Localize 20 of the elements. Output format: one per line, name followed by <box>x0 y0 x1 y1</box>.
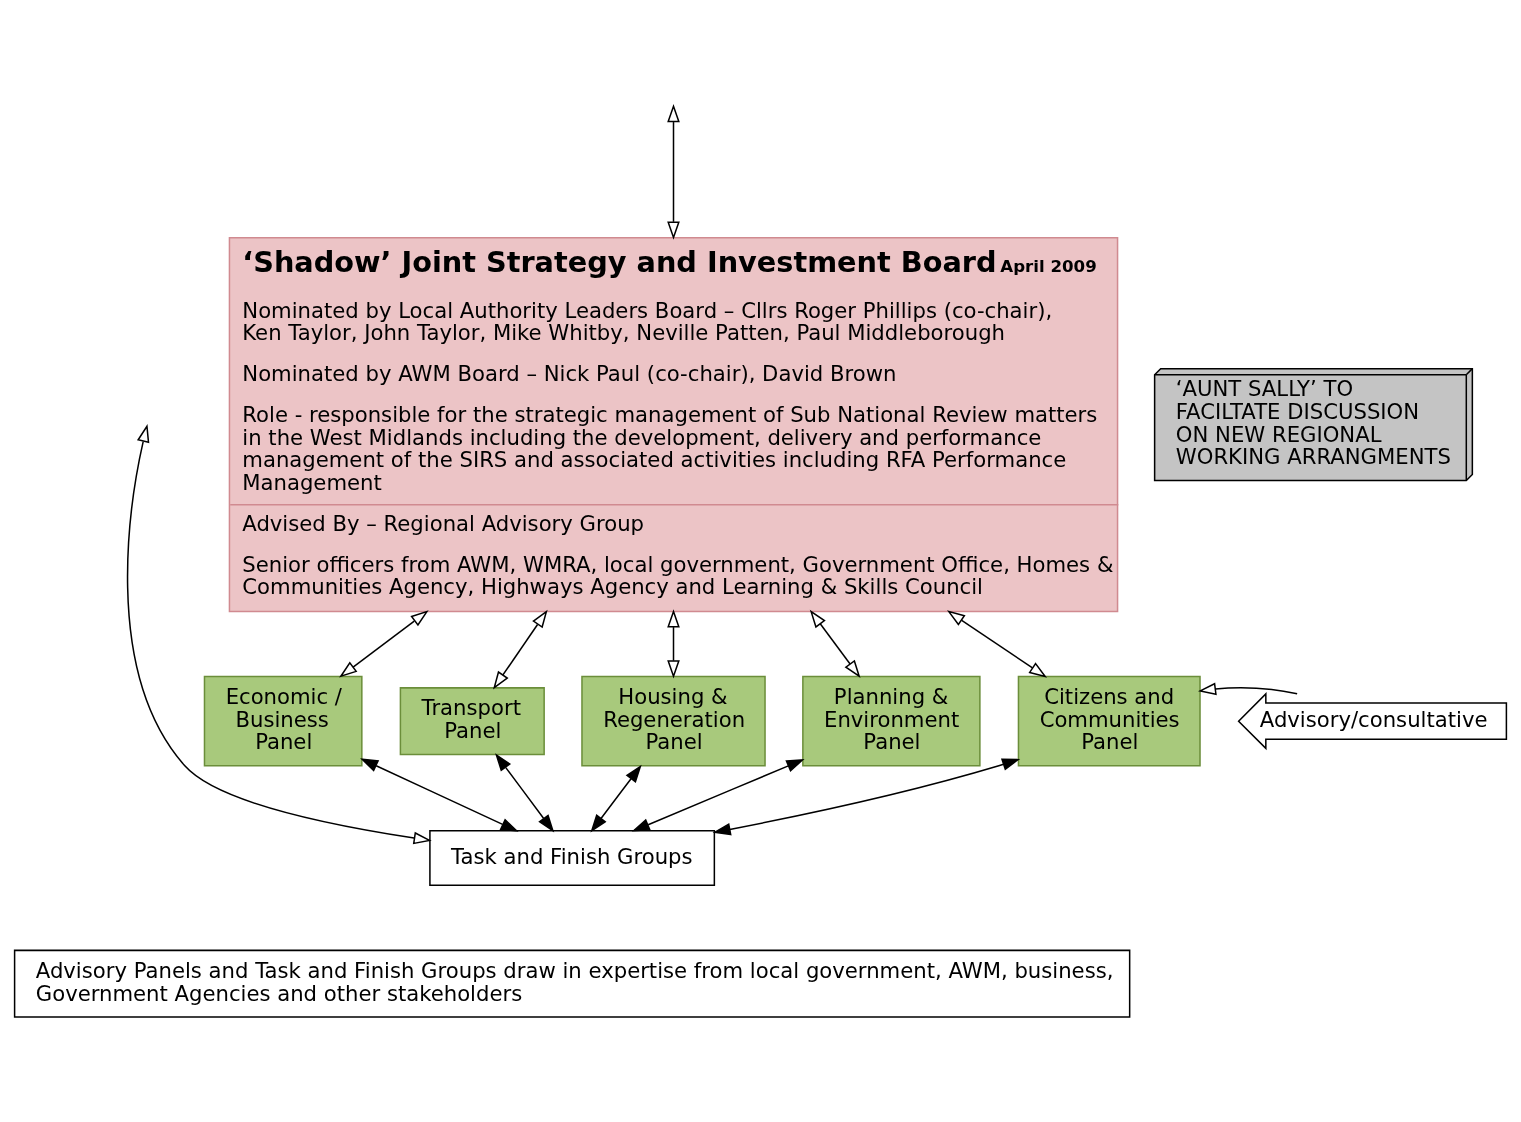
node-box: Advisory Panels and Task and Finish Groups draw in expertise from local government, AWM, business, Government Agencies and other stakeholders <box>13 949 1131 1018</box>
arrow <box>495 753 555 833</box>
arrow <box>712 758 1021 836</box>
arrow <box>493 609 548 690</box>
node-box: Task and Finish Groups <box>429 830 716 887</box>
arrow <box>631 759 805 832</box>
node-box: Transport Panel <box>399 687 545 756</box>
arrow <box>946 610 1048 678</box>
arrow <box>126 424 432 845</box>
node-box: Housing & Regeneration Panel <box>581 675 766 767</box>
node-box: Planning & Environment Panel <box>802 675 981 767</box>
node-box: Citizens and Communities Panel <box>1017 675 1201 767</box>
arrow <box>809 609 861 679</box>
arrow <box>590 764 642 833</box>
node-box: Economic / Business Panel <box>203 675 363 767</box>
arrow <box>339 610 429 678</box>
arrow <box>360 758 519 832</box>
arrow <box>667 104 680 240</box>
arrow <box>667 609 680 679</box>
arrow <box>1197 682 1298 696</box>
